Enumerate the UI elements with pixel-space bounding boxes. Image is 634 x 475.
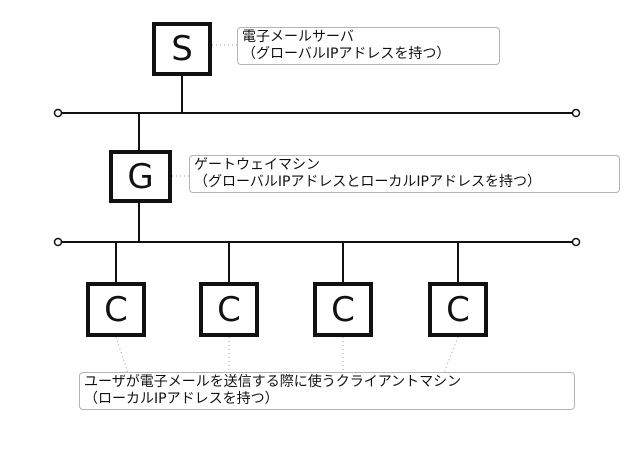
clients-callout-note: （ローカルIPアドレスを持つ） [84,391,279,407]
gateway-callout: ゲートウェイマシン （グローバルIPアドレスとローカルIPアドレスを持つ） [189,155,620,193]
lower-bus-right-terminator [571,237,581,247]
gateway-node: G [109,150,172,203]
client-4-leader [443,336,459,374]
gateway-callout-note: （グローバルIPアドレスとローカルIPアドレスを持つ） [194,174,542,190]
server-node: S [152,22,212,76]
server-callout-note: （グローバルIPアドレスを持つ） [242,46,451,62]
upper-bus-right-terminator [571,108,581,118]
client-node: C [313,282,373,337]
client-node: C [199,282,259,337]
server-callout-title: 電子メールサーバ [242,29,354,45]
client-node: C [428,282,488,337]
client-1-leader [115,336,129,374]
server-callout: 電子メールサーバ （グローバルIPアドレスを持つ） [237,27,500,65]
client-node: C [86,282,146,337]
lower-bus-left-terminator [53,237,63,247]
upper-bus-left-terminator [53,108,63,118]
clients-callout: ユーザが電子メールを送信する際に使うクライアントマシン （ローカルIPアドレスを… [79,372,575,410]
clients-callout-title: ユーザが電子メールを送信する際に使うクライアントマシン [84,374,462,390]
gateway-callout-title: ゲートウェイマシン [194,157,320,173]
